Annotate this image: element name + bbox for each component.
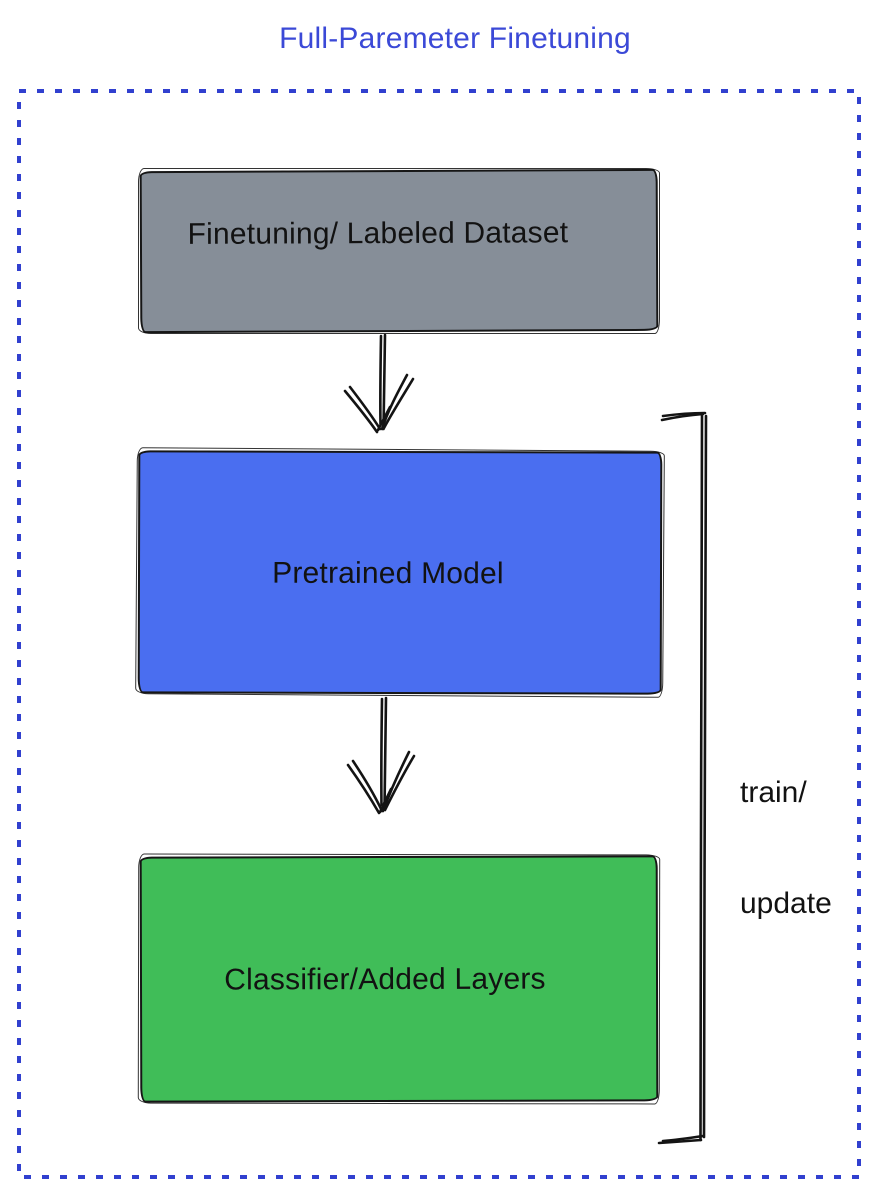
box-classifier-added-layers-label: Classifier/Added Layers xyxy=(224,962,546,997)
arrow-dataset-to-pretrained-icon xyxy=(343,333,415,434)
train-update-bracket xyxy=(657,411,708,1145)
box-pretrained-model: Pretrained Model xyxy=(137,450,663,695)
train-update-label-line1: train/ xyxy=(740,776,807,809)
box-pretrained-model-label: Pretrained Model xyxy=(272,556,504,590)
arrow-pretrained-to-classifier-icon xyxy=(346,696,416,815)
box-finetuning-dataset-label: Finetuning/ Labeled Dataset xyxy=(187,216,569,251)
train-update-label-line2: update xyxy=(740,887,832,920)
box-finetuning-dataset: Finetuning/ Labeled Dataset xyxy=(139,168,659,334)
box-classifier-added-layers: Classifier/Added Layers xyxy=(139,855,659,1103)
diagram-title: Full-Paremeter Finetuning xyxy=(279,22,631,55)
train-update-label: train/ update xyxy=(740,700,832,996)
